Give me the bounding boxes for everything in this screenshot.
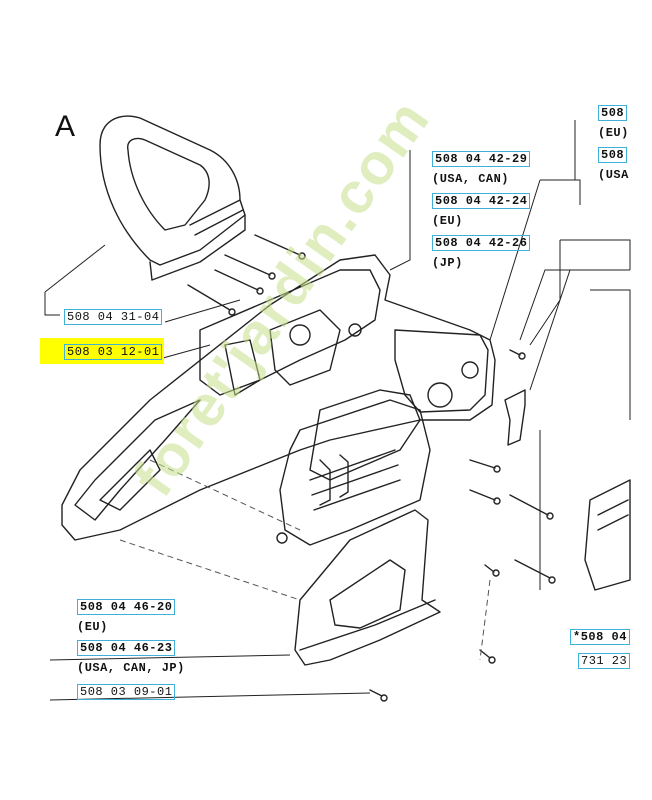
motor-housing [61,254,496,541]
side-cover [294,509,441,666]
partial-chain-guard [584,479,631,591]
label-right-bottom-2[interactable]: 731 23 [578,653,631,669]
part-number: 508 03 09-01 [77,684,176,700]
label-handle-part[interactable]: 508 04 31-04 [64,309,163,325]
label-screw-usa-can[interactable]: 508 04 42-29 [432,151,531,167]
section-letter: A [55,110,76,143]
label-screw-bottom[interactable]: 508 03 09-01 [77,684,176,700]
part-number: 731 23 [578,653,631,669]
handle-screws [187,234,306,316]
label-screw-eu-region: (EU) [432,214,463,228]
part-number: *508 04 [570,629,630,645]
label-right-top-region-1: (EU) [598,126,629,140]
highlight-marker [40,338,164,364]
label-screw-jp-region: (JP) [432,256,463,270]
label-right-top-2[interactable]: 508 [598,147,628,163]
label-cover-usa[interactable]: 508 04 46-23 [77,640,176,656]
part-number: 508 [598,147,628,163]
part-number: 508 04 42-24 [432,193,531,209]
part-number: 508 03 12-01 [64,344,163,360]
label-right-bottom-1[interactable]: *508 04 [570,629,630,645]
motor-unit [276,399,431,546]
part-number: 508 [598,105,628,121]
part-number: 508 04 42-26 [432,235,531,251]
label-right-top-region-2: (USA [598,168,629,182]
label-screw-usa-can-region: (USA, CAN) [432,172,510,186]
right-screws [369,349,556,702]
label-screw-jp[interactable]: 508 04 42-26 [432,235,531,251]
label-housing-part[interactable]: 508 03 12-01 [64,344,163,360]
label-cover-eu-region: (EU) [77,620,108,634]
label-right-top-1[interactable]: 508 [598,105,628,121]
part-number: 508 04 46-20 [77,599,176,615]
dashed-assembly-lines [119,459,491,661]
label-screw-eu[interactable]: 508 04 42-24 [432,193,531,209]
part-number: 508 04 31-04 [64,309,163,325]
label-cover-usa-region: (USA, CAN, JP) [77,661,185,675]
part-number: 508 04 42-29 [432,151,531,167]
label-cover-eu[interactable]: 508 04 46-20 [77,599,176,615]
rear-handle [99,115,246,281]
part-number: 508 04 46-23 [77,640,176,656]
leader-lines [44,120,631,701]
